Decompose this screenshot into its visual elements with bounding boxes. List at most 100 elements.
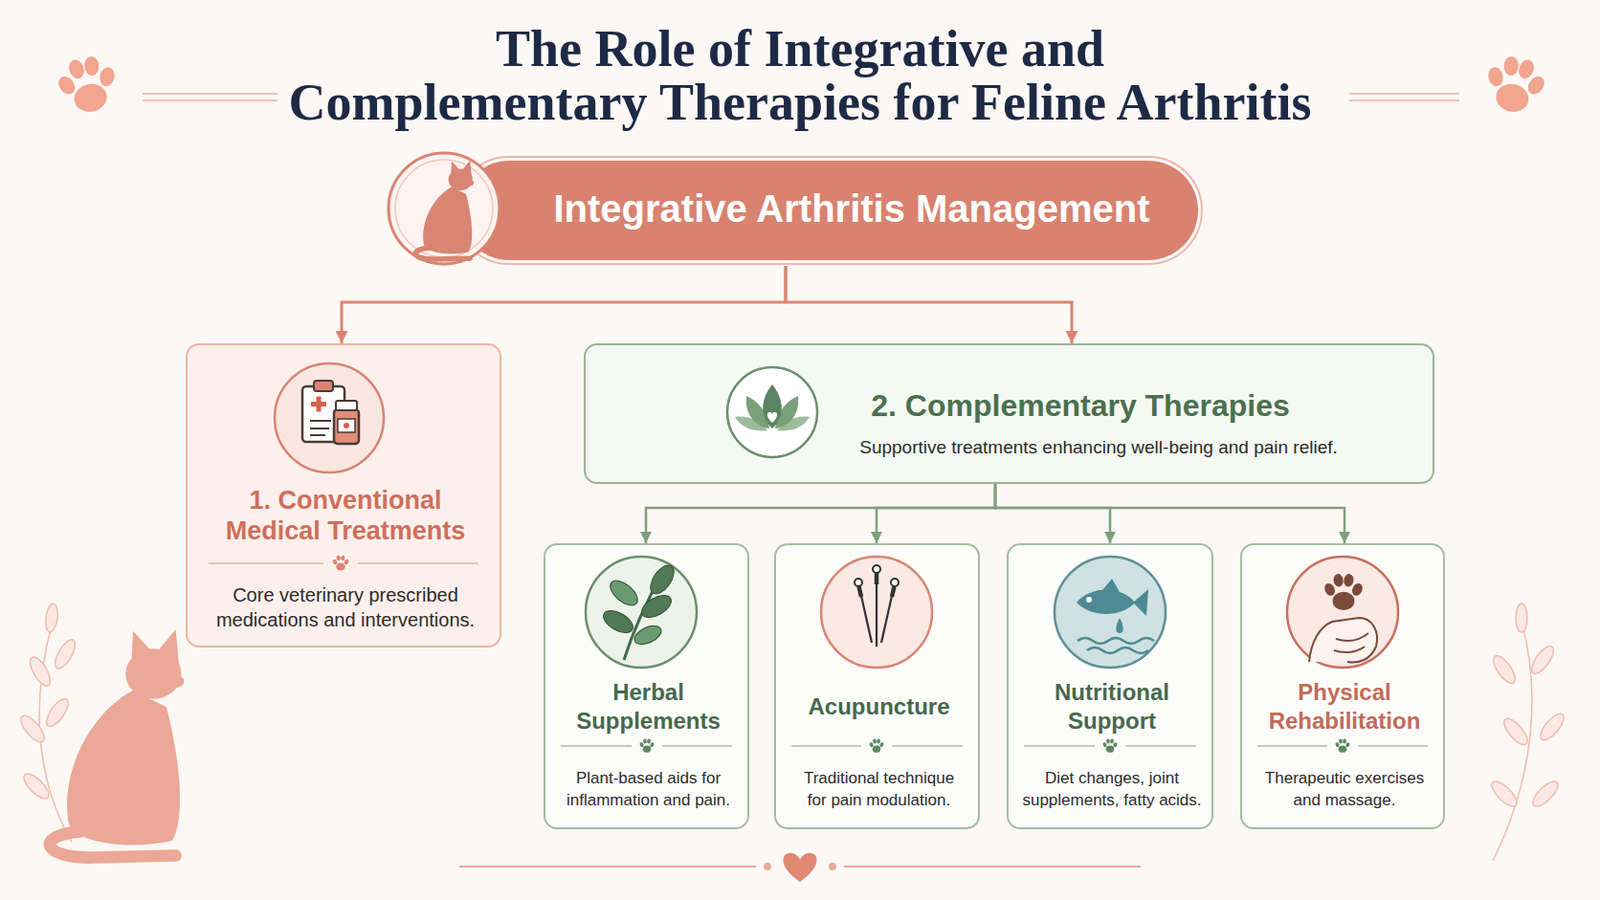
node-body: Supportive treatments enhancing well-bei… [821,436,1377,460]
ornament-line [142,93,278,101]
needle-icon [821,556,933,668]
heart-icon [782,853,817,883]
node-body: Diet changes, joint supplements, fatty a… [1016,767,1208,812]
leaf [1488,777,1521,811]
fish-body [1076,590,1135,616]
ornament-dot [828,863,837,871]
paw-icon [1478,50,1552,118]
water-waves [1077,638,1155,654]
banner-outline [455,156,1202,265]
clipboard-clip [313,380,334,392]
leaf-branch-right [1488,603,1568,862]
needle [859,574,894,647]
cat-silhouette [49,629,184,859]
node-body: Core veterinary prescribed medications a… [204,582,487,633]
clipboard-lines [310,421,332,436]
bottle-mark [343,422,350,429]
node-heading: 1. Conventional Medical Treatments [211,485,480,547]
paw-icon [332,555,350,571]
oil-drop [1115,618,1124,634]
leaf [17,711,49,746]
connector-arrow [995,484,1111,544]
banner-circle [388,153,500,265]
leaf [1529,777,1562,811]
node-heading: Acupuncture [780,692,978,722]
connector-arrow [785,266,1072,344]
massage-icon [1287,556,1399,668]
connector-arrow [876,484,996,544]
banner-fill [459,160,1199,261]
fish-eye [1086,597,1092,603]
node-heading: Nutritional Support [1014,678,1211,736]
paw-icon [1334,738,1351,753]
ornament-dot [763,863,772,871]
leaf [1536,710,1569,744]
title-ornament-left [51,50,278,118]
node-heading: Herbal Supplements [550,678,747,736]
fish-icon [1054,556,1166,668]
leaf [25,654,54,689]
node-body: Plant-based aids for inflammation and pa… [553,767,745,812]
herb-leaf [600,606,637,639]
icon-circle [1287,556,1399,668]
leaf [1500,714,1533,749]
hand-outline [1309,618,1378,663]
node-body: Traditional technique for pain modulatio… [798,767,961,812]
node-heading: Physical Rehabilitation [1246,678,1444,736]
fish-tail [1133,589,1149,617]
leaf [1528,643,1558,678]
hand-fingers [1333,633,1369,653]
connector-arrow [341,266,786,344]
divider-lines [208,555,1428,753]
needle-top [890,578,899,587]
process-box: 2. Complementary TherapiesSupportive tre… [583,343,1435,485]
herb-leaf [638,591,675,623]
wrap-spacer [1163,22,1336,76]
bottom-ornament [459,853,1141,883]
divider [560,745,1428,748]
lotus-petal [762,384,782,429]
connector-arrow [645,484,996,544]
needle-top [854,578,863,587]
herb-leaf [645,561,679,599]
title-box: The Role of Integrative and Complementar… [264,22,1336,130]
paw-icon [639,738,655,753]
leaf [44,602,60,633]
diagram-title: The Role of Integrative and Complementar… [288,20,1312,132]
bottle-cap [335,400,357,411]
bottle-label [337,419,356,433]
paw-icon [868,738,885,753]
leaf [50,637,79,672]
banner-label: Integrative Arthritis Management [516,185,1187,232]
title-ornament-right [1349,50,1552,118]
herb-leaf [631,622,665,648]
herb-leaf [605,576,643,611]
icon-circle [274,363,384,473]
leaf [20,770,53,803]
medical-cross [316,397,322,413]
leaf [43,695,73,731]
needle-handle [859,573,895,598]
leaf [1515,603,1528,633]
node-heading: 2. Complementary Therapies [798,387,1363,424]
icon-circle [585,556,697,668]
cat-silhouette [415,160,474,260]
paw-icon [1322,573,1365,611]
ornament-line [1349,93,1460,101]
needle-top [872,565,881,574]
leaf [1489,652,1520,688]
icon-circle [727,367,818,458]
node-body: Therapeutic exercises and massage. [1256,767,1434,812]
heart-icon [767,412,778,423]
icon-circle [821,556,933,668]
paw-icon [51,50,125,118]
pill-bottle [333,409,359,445]
paw-icon [1102,738,1118,753]
wrap-spacer [264,22,437,76]
connector-arrow [995,484,1345,544]
medical-icon [274,363,384,473]
icon-circle [1054,556,1166,668]
